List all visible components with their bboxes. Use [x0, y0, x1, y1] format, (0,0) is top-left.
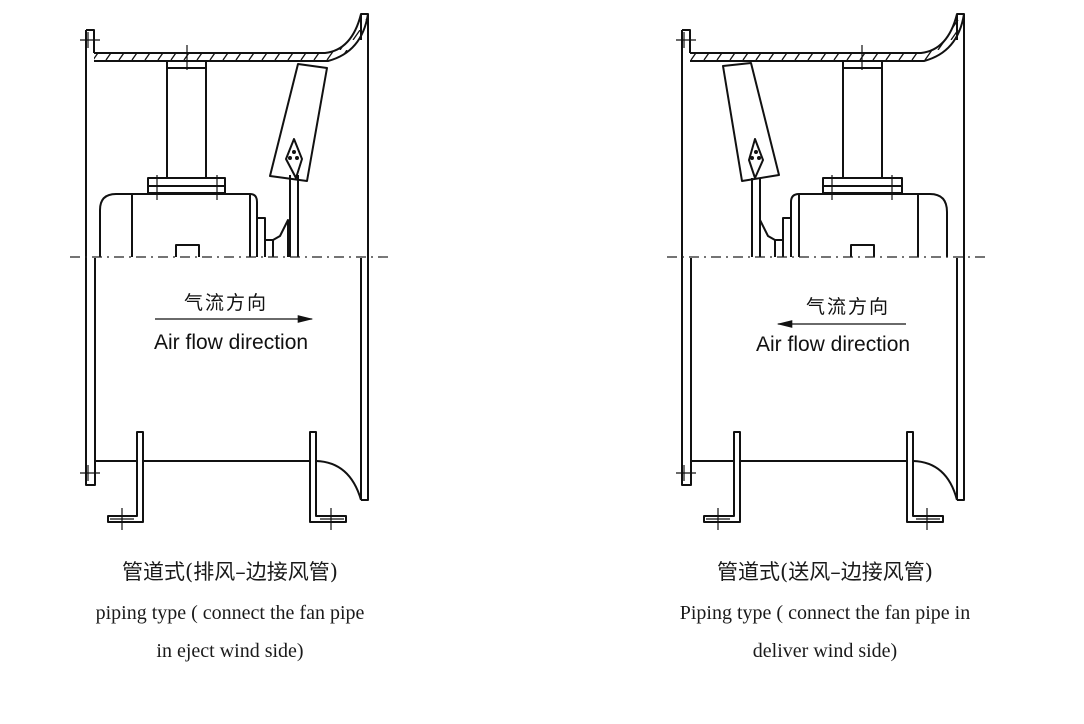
shroud-hatched — [690, 13, 965, 501]
impeller-blade — [722, 62, 780, 257]
caption-en-line2: deliver wind side) — [752, 640, 898, 662]
motor-body — [99, 193, 289, 257]
shroud-hatched — [94, 13, 369, 501]
flow-label-cn-right: 气流方向 — [806, 296, 891, 318]
motor-support-column — [147, 45, 226, 200]
base-frame — [95, 431, 362, 530]
caption-en-line1: piping type ( connect the fan pipe — [95, 602, 365, 624]
diagram-eject — [70, 13, 393, 530]
caption-en-line2: in eject wind side) — [156, 640, 304, 662]
caption-cn: 管道式(送风–边接风管) — [717, 560, 933, 584]
motor-support-column — [822, 45, 903, 200]
caption-cn: 管道式(排风–边接风管) — [122, 560, 338, 584]
flow-label-en-left: Air flow direction — [154, 331, 309, 354]
impeller-blade — [269, 63, 328, 257]
flow-label-cn-left: 气流方向 — [184, 292, 269, 314]
caption-eject: 管道式(排风–边接风管) piping type ( connect the f… — [40, 556, 420, 670]
caption-deliver: 管道式(送风–边接风管) Piping type ( connect the f… — [625, 556, 1025, 670]
base-frame — [691, 431, 958, 530]
diagram-deliver — [667, 13, 990, 530]
caption-en-line1: Piping type ( connect the fan pipe in — [679, 602, 971, 624]
motor-body — [759, 193, 948, 257]
flow-label-en-right: Air flow direction — [756, 333, 911, 356]
